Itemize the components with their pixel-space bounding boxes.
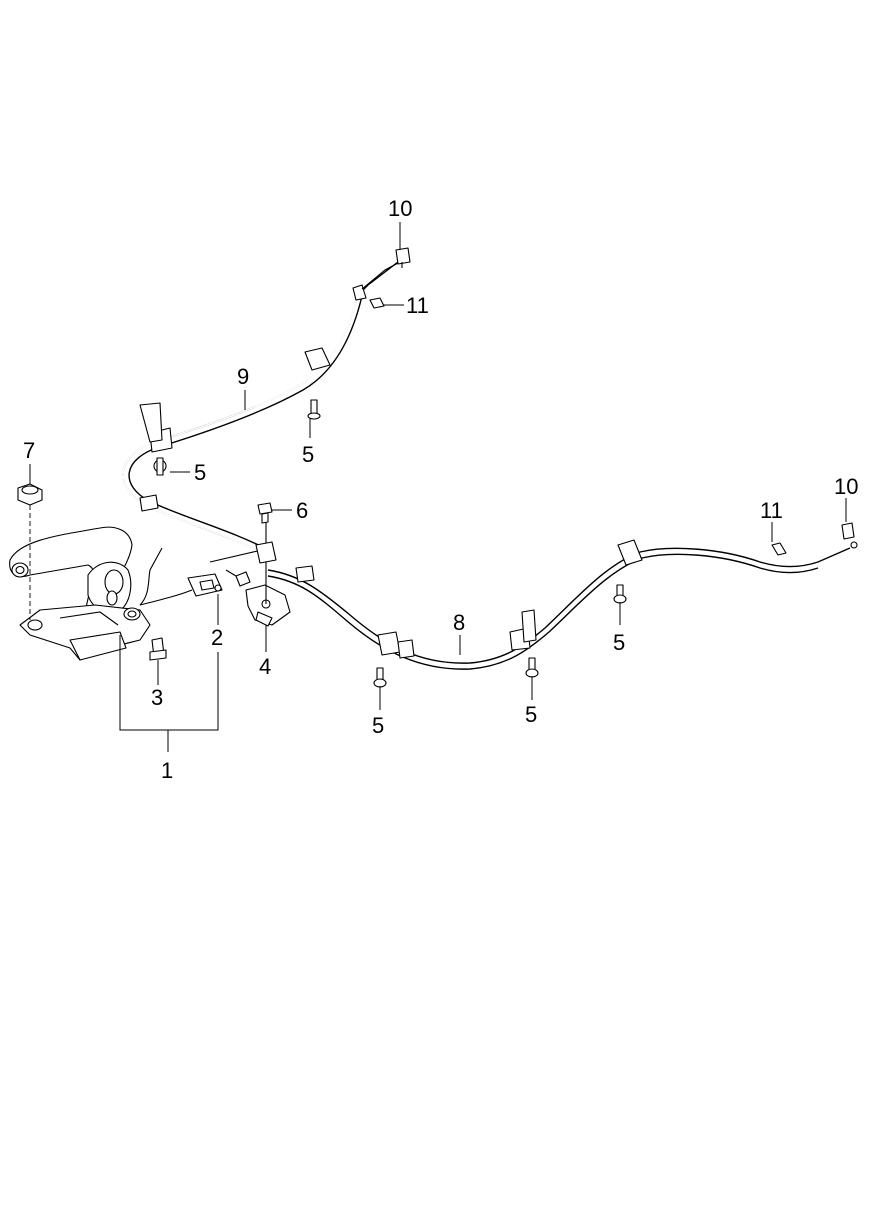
callout-5-upper-left: 5 [194,460,206,485]
clip-10-upper [395,247,411,268]
cable-9 [122,261,401,556]
cable-9-bracket-left [139,402,163,443]
cable-8-front-fitting [295,565,315,583]
leader-lines [29,222,847,752]
bolt-6 [257,502,273,524]
callout-5-upper-mid: 5 [302,442,314,467]
callout-11-upper: 11 [406,293,429,318]
cable-8-clip-left-b [397,639,415,659]
callout-5-lower-left: 5 [372,713,384,738]
callout-9: 9 [237,364,249,389]
clip-10-right [841,522,858,549]
cable-8-clip-left [377,631,401,656]
callout-11-right: 11 [760,498,783,523]
bolt-5-lower-right [613,584,627,604]
callout-5-lower-right: 5 [613,630,625,655]
retainer-11-right [771,542,787,556]
callout-1: 1 [161,758,173,783]
parking-brake-lever [9,526,163,661]
callout-8: 8 [453,610,465,635]
callout-4: 4 [259,654,271,679]
cable-9-bracket-right [304,347,331,371]
callout-10-right: 10 [834,474,858,499]
cable-8-bracket-right [617,539,643,566]
cable-8 [267,539,851,670]
callout-7: 7 [23,438,35,463]
callout-5-lower-mid: 5 [525,702,537,727]
nut-7 [17,483,43,620]
callout-10-upper: 10 [388,196,412,221]
bolt-5-lower-left [373,667,387,688]
callout-labels: 10 11 9 5 5 7 6 10 11 2 8 5 4 3 5 5 1 [23,196,858,783]
bolt-3 [149,637,167,661]
cable-9-clip-lower [139,494,159,512]
equalizer-4 [209,520,291,627]
parking-brake-switch [139,573,223,606]
callout-6: 6 [296,498,308,523]
retainer-11-upper [369,297,385,309]
bolt-5-upper-left [153,457,167,476]
callout-3: 3 [151,685,163,710]
bolt-5-upper-mid [307,399,321,420]
callout-2: 2 [211,625,223,650]
bolt-5-lower-mid [525,657,539,678]
cable-8-bracket-mid [521,609,537,643]
